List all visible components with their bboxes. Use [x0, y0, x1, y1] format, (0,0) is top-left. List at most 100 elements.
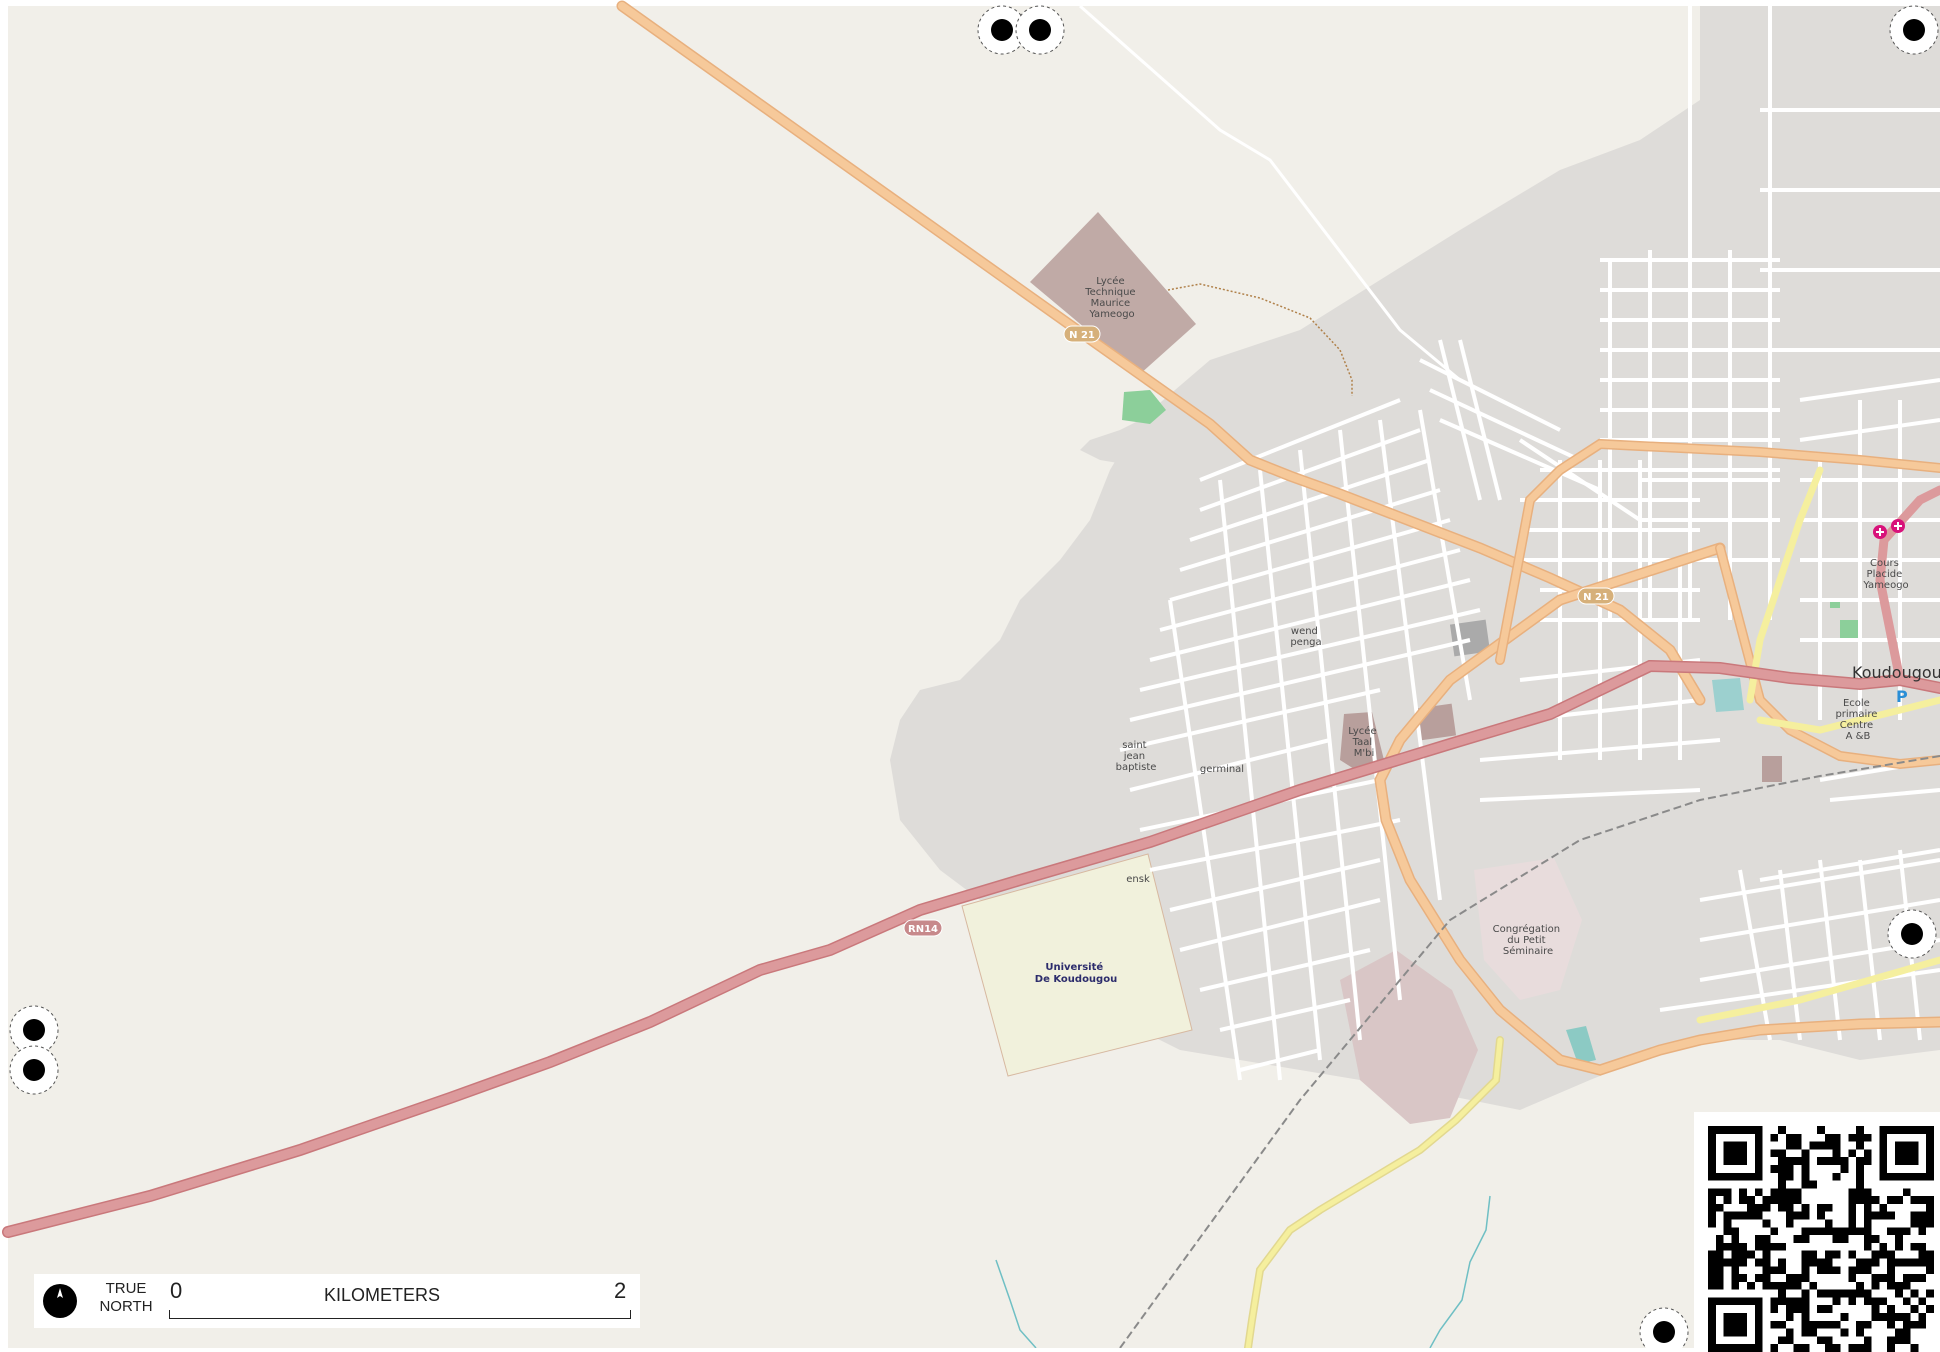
road-label-n21-b: N 21: [1583, 592, 1609, 603]
qr-module: [1801, 1250, 1810, 1259]
qr-module: [1715, 1258, 1724, 1267]
qr-module: [1895, 1289, 1903, 1298]
qr-module: [1848, 1227, 1857, 1236]
qr-module: [1887, 1281, 1896, 1290]
qr-module: [1824, 1133, 1833, 1142]
qr-module: [1926, 1305, 1934, 1314]
qr-module: [1801, 1344, 1810, 1352]
hospital-icon: [1873, 525, 1887, 539]
qr-module: [1793, 1196, 1802, 1204]
qr-module: [1762, 1274, 1771, 1282]
road-secondary-south-fill: [1245, 1037, 1503, 1348]
qr-module: [1910, 1258, 1919, 1267]
qr-module: [1918, 1227, 1927, 1236]
road-n21-northwest-fill: [618, 2, 1704, 704]
qr-module: [1785, 1274, 1794, 1282]
qr-module: [1809, 1328, 1818, 1337]
qr-module: [1778, 1336, 1786, 1345]
water-stream: [995, 1259, 1037, 1348]
edge-marker-icon[interactable]: [9, 1005, 59, 1055]
qr-module: [1754, 1188, 1763, 1197]
edge-marker-icon[interactable]: [1015, 5, 1065, 55]
place-lycee-technique: Lycée Technique Maurice Yameogo: [1084, 275, 1139, 320]
qr-module: [1887, 1227, 1896, 1236]
qr-module: [1856, 1157, 1864, 1165]
edge-marker-icon[interactable]: [1889, 5, 1939, 55]
qr-module: [1731, 1274, 1740, 1282]
qr-module: [1731, 1266, 1740, 1275]
qr-module: [1848, 1188, 1857, 1197]
qr-module: [1848, 1297, 1857, 1306]
qr-module: [1918, 1313, 1927, 1321]
qr-module: [1778, 1157, 1786, 1165]
scale-bar: [169, 1310, 631, 1319]
road-rn14: [3, 661, 1940, 1237]
qr-module: [1739, 1211, 1747, 1220]
qr-module: [1824, 1266, 1833, 1275]
qr-module: [1824, 1258, 1833, 1267]
edge-marker-icon[interactable]: [977, 5, 1027, 55]
place-ensk: ensk: [1126, 874, 1150, 885]
qr-module: [1902, 1281, 1911, 1290]
qr-module: [1848, 1133, 1857, 1142]
north-label-line2: NORTH: [99, 1298, 153, 1315]
road-shield-rn14: RN14: [903, 919, 943, 937]
qr-module: [1715, 1266, 1724, 1275]
seminaire-area: [1474, 858, 1582, 1000]
qr-module: [1871, 1305, 1880, 1314]
qr-module: [1840, 1235, 1849, 1243]
qr-module: [1887, 1336, 1896, 1345]
qr-module: [1848, 1211, 1857, 1220]
qr-module: [1801, 1258, 1810, 1267]
qr-module: [1778, 1196, 1786, 1204]
qr-module: [1708, 1211, 1716, 1220]
qr-module: [1887, 1344, 1896, 1352]
qr-module: [1770, 1188, 1779, 1197]
qr-module: [1731, 1242, 1740, 1251]
qr-module: [1871, 1235, 1880, 1243]
school-lycee-technique-area: [1030, 212, 1196, 374]
qr-module: [1801, 1211, 1810, 1220]
qr-module: [1856, 1180, 1864, 1189]
qr-module: [1801, 1157, 1810, 1165]
edge-marker-icon[interactable]: [1639, 1307, 1689, 1348]
road-shield-n21-b: N 21: [1577, 587, 1615, 605]
qr-module: [1809, 1180, 1818, 1189]
qr-module: [1778, 1320, 1786, 1329]
qr-module: [1723, 1211, 1732, 1220]
qr-module: [1708, 1258, 1716, 1267]
qr-module: [1848, 1219, 1857, 1228]
qr-module: [1887, 1258, 1896, 1267]
qr-module: [1723, 1258, 1732, 1267]
qr-module: [1785, 1219, 1794, 1228]
qr-module: [1895, 1141, 1919, 1165]
qr-module: [1840, 1289, 1849, 1298]
qr-module: [1809, 1141, 1818, 1150]
qr-module: [1895, 1313, 1903, 1321]
city-label-koudougou: Koudougou: [1852, 663, 1940, 682]
qr-module: [1708, 1250, 1716, 1259]
qr-module: [1895, 1258, 1903, 1267]
qr-module: [1863, 1258, 1872, 1267]
qr-module: [1918, 1320, 1927, 1329]
qr-module: [1746, 1250, 1755, 1259]
qr-module: [1856, 1344, 1864, 1352]
edge-marker-icon[interactable]: [9, 1045, 59, 1095]
qr-module: [1801, 1172, 1810, 1181]
qr-module: [1778, 1149, 1786, 1158]
qr-module: [1817, 1227, 1825, 1236]
park: [1830, 600, 1840, 608]
qr-module: [1824, 1157, 1833, 1165]
qr-module: [1785, 1172, 1794, 1181]
qr-module: [1731, 1211, 1740, 1220]
qr-module: [1840, 1227, 1849, 1236]
qr-module: [1723, 1219, 1732, 1228]
qr-module: [1824, 1289, 1833, 1298]
qr-module: [1770, 1297, 1779, 1306]
edge-marker-icon[interactable]: [1887, 909, 1937, 959]
qr-module: [1832, 1344, 1841, 1352]
qr-module: [1762, 1196, 1771, 1204]
qr-module: [1887, 1305, 1896, 1314]
qr-module: [1723, 1313, 1747, 1337]
